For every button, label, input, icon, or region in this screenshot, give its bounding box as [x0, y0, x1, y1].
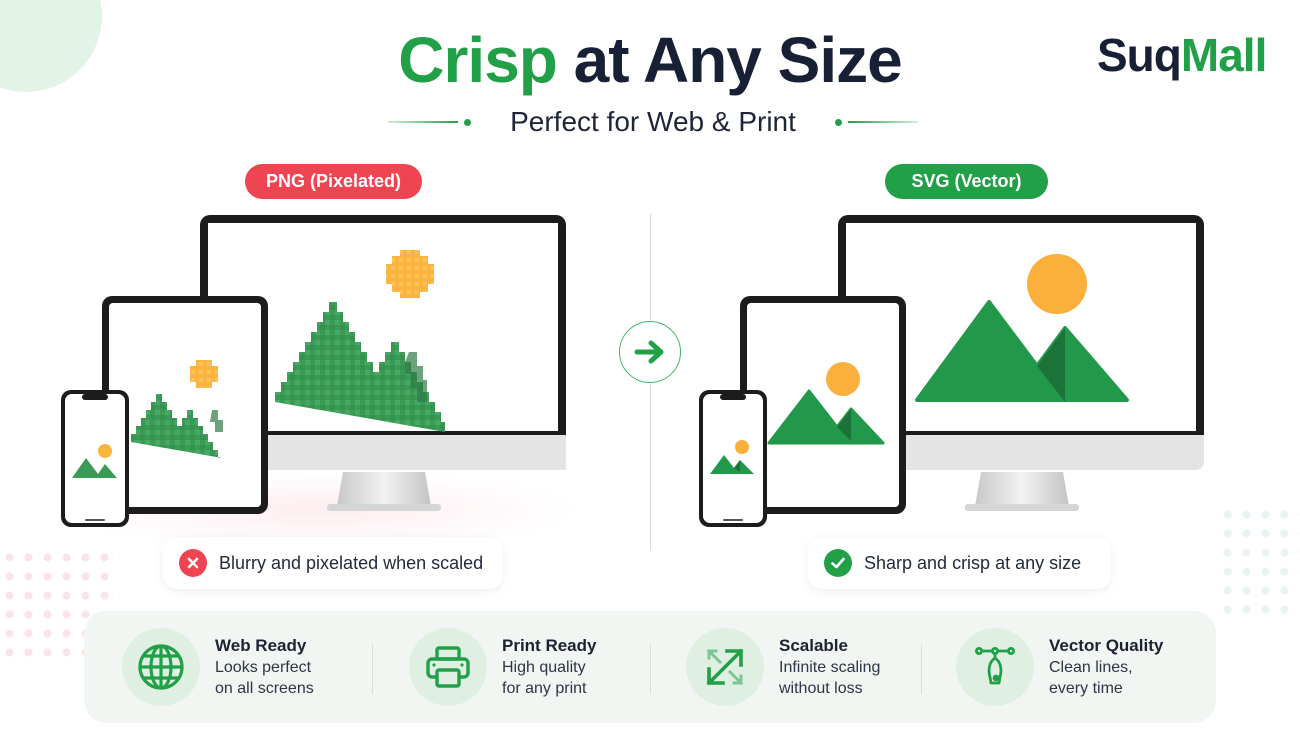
x-circle-icon — [179, 549, 207, 577]
check-circle-icon — [824, 549, 852, 577]
png-caption-text: Blurry and pixelated when scaled — [219, 552, 484, 573]
feature-desc-2: for any print — [502, 680, 587, 697]
svg-caption-text: Sharp and crisp at any size — [864, 552, 1082, 573]
subtitle-row: Perfect for Web & Print — [388, 104, 918, 140]
phone — [699, 390, 767, 527]
feature-desc-1: High quality — [502, 659, 586, 676]
feature-desc-1: Looks perfect — [215, 659, 312, 676]
features-bar: Web Ready Looks perfect on all screens P… — [84, 611, 1216, 723]
feature-vector-quality: Vector Quality Clean lines, every time — [956, 611, 1163, 723]
feature-web-ready: Web Ready Looks perfect on all screens — [122, 611, 314, 723]
png-badge: PNG (Pixelated) — [245, 164, 422, 199]
png-devices-illustration — [61, 215, 566, 527]
png-caption: Blurry and pixelated when scaled — [163, 537, 503, 589]
svg-caption: Sharp and crisp at any size — [808, 537, 1111, 589]
feature-separator — [372, 644, 373, 694]
title-highlight: Crisp — [398, 24, 558, 96]
subtitle: Perfect for Web & Print — [510, 106, 796, 137]
svg-badge: SVG (Vector) — [885, 164, 1048, 199]
expand-arrows-icon — [686, 628, 764, 706]
feature-title: Vector Quality — [1049, 636, 1164, 655]
subtitle-ornament-left — [388, 118, 471, 126]
feature-title: Print Ready — [502, 636, 597, 655]
feature-title: Web Ready — [215, 636, 307, 655]
feature-scalable: Scalable Infinite scaling without loss — [686, 611, 880, 723]
feature-desc-1: Clean lines, — [1049, 659, 1133, 676]
monitor — [838, 215, 1204, 511]
feature-desc-1: Infinite scaling — [779, 659, 881, 676]
page-title: Crisp at Any Size — [0, 20, 1300, 100]
decorative-dots-green — [1218, 505, 1300, 615]
svg-devices-illustration — [699, 215, 1204, 527]
printer-icon — [409, 628, 487, 706]
feature-print-ready: Print Ready High quality for any print — [409, 611, 596, 723]
globe-icon — [122, 628, 200, 706]
tablet — [740, 296, 906, 514]
arrow-right-icon — [619, 321, 681, 383]
subtitle-ornament-right — [835, 118, 918, 126]
phone — [61, 390, 129, 527]
feature-separator — [650, 644, 651, 694]
feature-desc-2: on all screens — [215, 680, 314, 697]
tablet — [102, 296, 268, 514]
feature-desc-2: without loss — [779, 680, 863, 697]
feature-desc-2: every time — [1049, 680, 1123, 697]
feature-title: Scalable — [779, 636, 848, 655]
title-rest: at Any Size — [573, 24, 903, 96]
pen-tool-icon — [956, 628, 1034, 706]
feature-separator — [921, 644, 922, 694]
brand-logo: SuqMall — [1097, 29, 1267, 81]
